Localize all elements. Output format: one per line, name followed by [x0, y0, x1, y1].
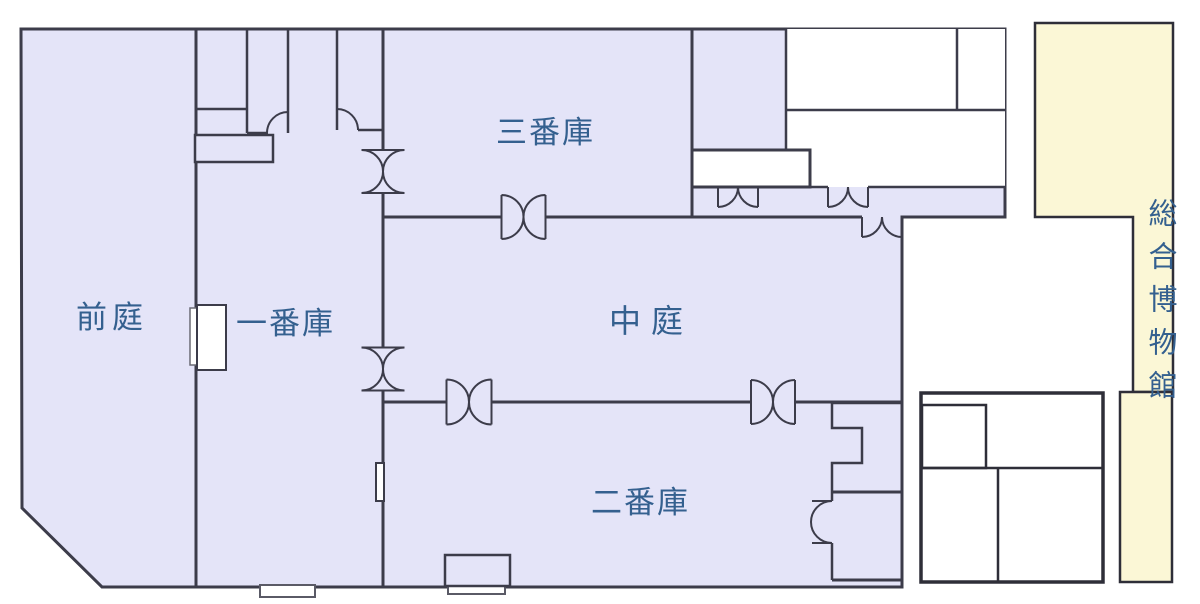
double-door-icon — [810, 500, 833, 544]
bowtie-door-icon — [445, 378, 493, 426]
bowtie-door-icon — [500, 194, 547, 240]
exterior-step-tabs — [259, 584, 506, 598]
closet-rect — [193, 133, 275, 164]
room-label-warehouse3: 三番庫 — [496, 115, 595, 151]
room-label-museum: 総合博物館 — [1144, 198, 1178, 413]
swing-door-icon — [336, 108, 359, 131]
room-label-warehouse2: 二番庫 — [591, 485, 690, 521]
double-door-icon — [717, 186, 759, 208]
double-door-icon — [827, 186, 869, 208]
bowtie-door-icons — [361, 149, 796, 426]
double-door-icons — [717, 186, 903, 544]
museum-annex — [1033, 21, 1175, 584]
wall-window-rects — [189, 304, 385, 502]
bowtie-door-icon — [750, 379, 796, 425]
platform-rect — [443, 553, 512, 588]
room-label-courtyard: 中庭 — [609, 302, 694, 340]
room-label-front-yard: 前庭 — [76, 300, 148, 336]
double-door-icon — [861, 216, 903, 238]
white-outbuilding — [919, 391, 1105, 584]
room-label-warehouse1: 一番庫 — [236, 306, 335, 342]
swing-door-icon — [266, 111, 289, 134]
swing-door-icons — [266, 108, 359, 134]
white-room-block-topright — [786, 29, 1005, 187]
bowtie-door-icon — [361, 346, 405, 392]
white-entrance-rect — [690, 148, 812, 189]
bowtie-door-icon — [361, 149, 405, 194]
